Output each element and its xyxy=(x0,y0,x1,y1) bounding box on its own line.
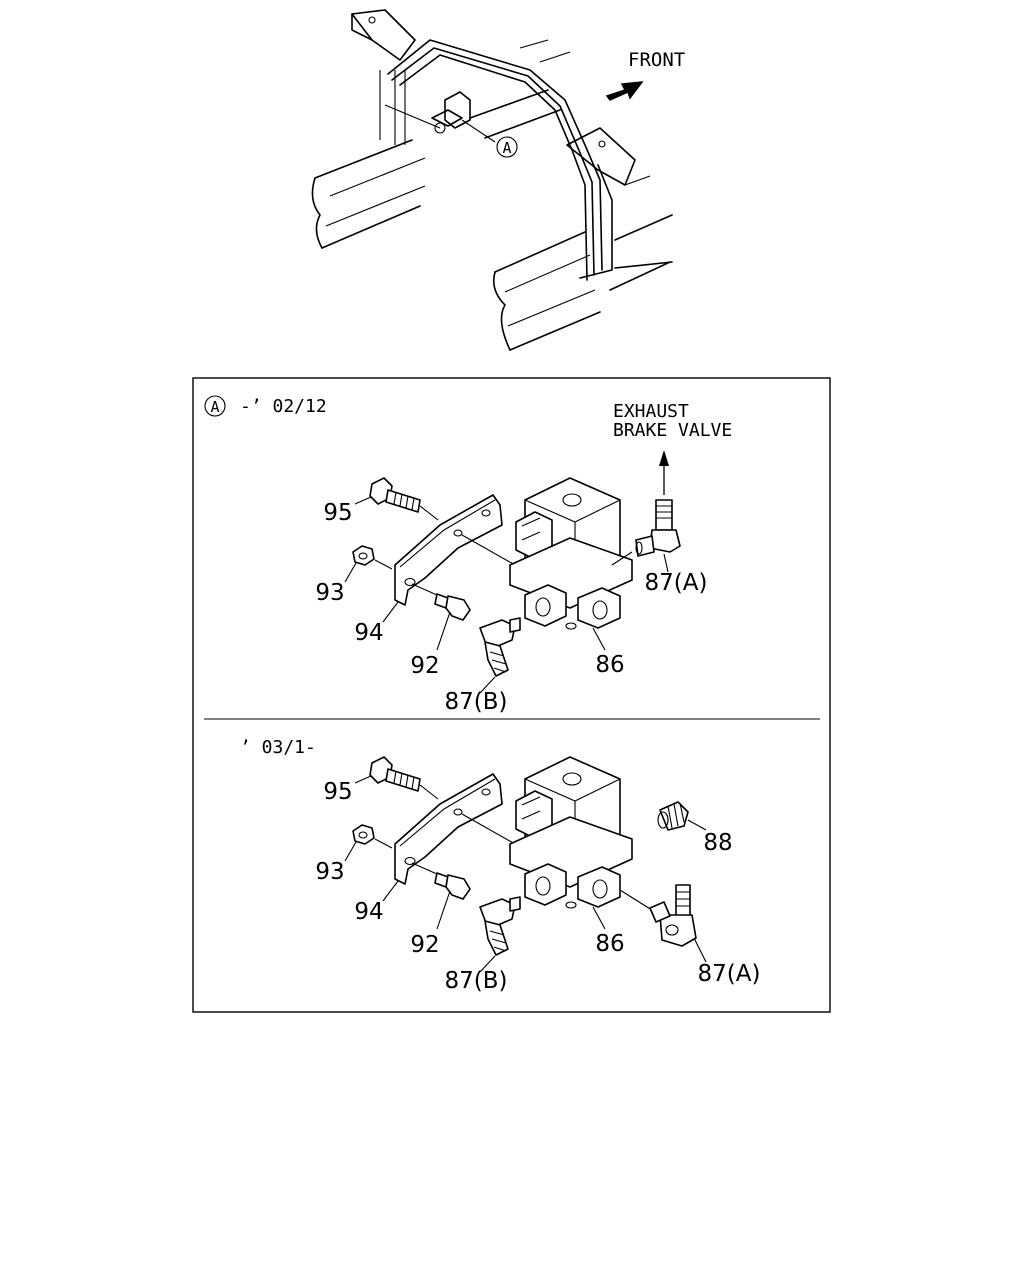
callout-a-circle xyxy=(496,136,518,158)
exhaust-label-line1: EXHAUST xyxy=(613,401,689,422)
overview-illustration: A FRONT xyxy=(311,9,685,351)
lower-valve-86 xyxy=(509,756,656,930)
lower-date-range: ’ 03/1- xyxy=(240,737,316,758)
upper-valve-86 xyxy=(509,477,633,651)
upper-label-93: 93 xyxy=(315,580,344,606)
lower-bolt-95 xyxy=(369,756,439,800)
detail-box-border xyxy=(192,377,831,1013)
lower-panel: ’ 03/1- xyxy=(240,737,760,994)
lower-label-93: 93 xyxy=(315,859,344,885)
lower-label-95: 95 xyxy=(323,779,352,805)
lower-bracket-94 xyxy=(394,773,516,885)
upper-bracket-94 xyxy=(394,494,516,606)
cross-member xyxy=(351,9,636,281)
overview-valve xyxy=(384,91,496,143)
lower-label-92: 92 xyxy=(410,932,439,958)
upper-callout-a-circle xyxy=(204,395,226,417)
frame-rail-left xyxy=(311,39,571,249)
upper-callout-a-letter: A xyxy=(210,398,219,416)
upper-label-87a: 87(A) xyxy=(645,570,708,596)
front-label: FRONT xyxy=(628,49,685,71)
lower-label-88: 88 xyxy=(703,830,732,856)
exhaust-label-line2: BRAKE VALVE xyxy=(613,420,732,441)
upper-leaders xyxy=(344,496,451,651)
lower-fitting-87b xyxy=(479,896,521,973)
lower-plug-88 xyxy=(657,801,707,831)
lower-label-94: 94 xyxy=(354,899,383,925)
lower-nut-93 xyxy=(352,824,393,849)
upper-fitting-87b xyxy=(479,617,521,694)
lower-fitting-87a xyxy=(649,884,707,963)
exhaust-up-arrow-icon xyxy=(659,450,669,495)
lower-bolt-92 xyxy=(411,862,471,900)
detail-box xyxy=(192,377,831,1013)
upper-date-range: -’ 02/12 xyxy=(240,396,327,417)
lower-label-86: 86 xyxy=(595,931,624,957)
upper-nut-93 xyxy=(352,545,393,570)
lower-label-87b: 87(B) xyxy=(445,968,508,994)
upper-panel: A -’ 02/12 EXHAUST BRAKE VALVE xyxy=(204,395,732,715)
upper-bolt-95 xyxy=(369,477,439,521)
upper-label-87b: 87(B) xyxy=(445,689,508,715)
lower-leaders xyxy=(344,775,451,930)
upper-label-94: 94 xyxy=(354,620,383,646)
front-arrow-icon xyxy=(605,81,644,101)
upper-bolt-92 xyxy=(411,583,471,621)
lower-label-87a: 87(A) xyxy=(698,961,761,987)
upper-label-86: 86 xyxy=(595,652,624,678)
upper-label-95: 95 xyxy=(323,500,352,526)
upper-fitting-87a xyxy=(611,499,681,573)
callout-a-letter: A xyxy=(502,139,511,157)
frame-rail-right xyxy=(492,175,673,351)
upper-label-92: 92 xyxy=(410,653,439,679)
